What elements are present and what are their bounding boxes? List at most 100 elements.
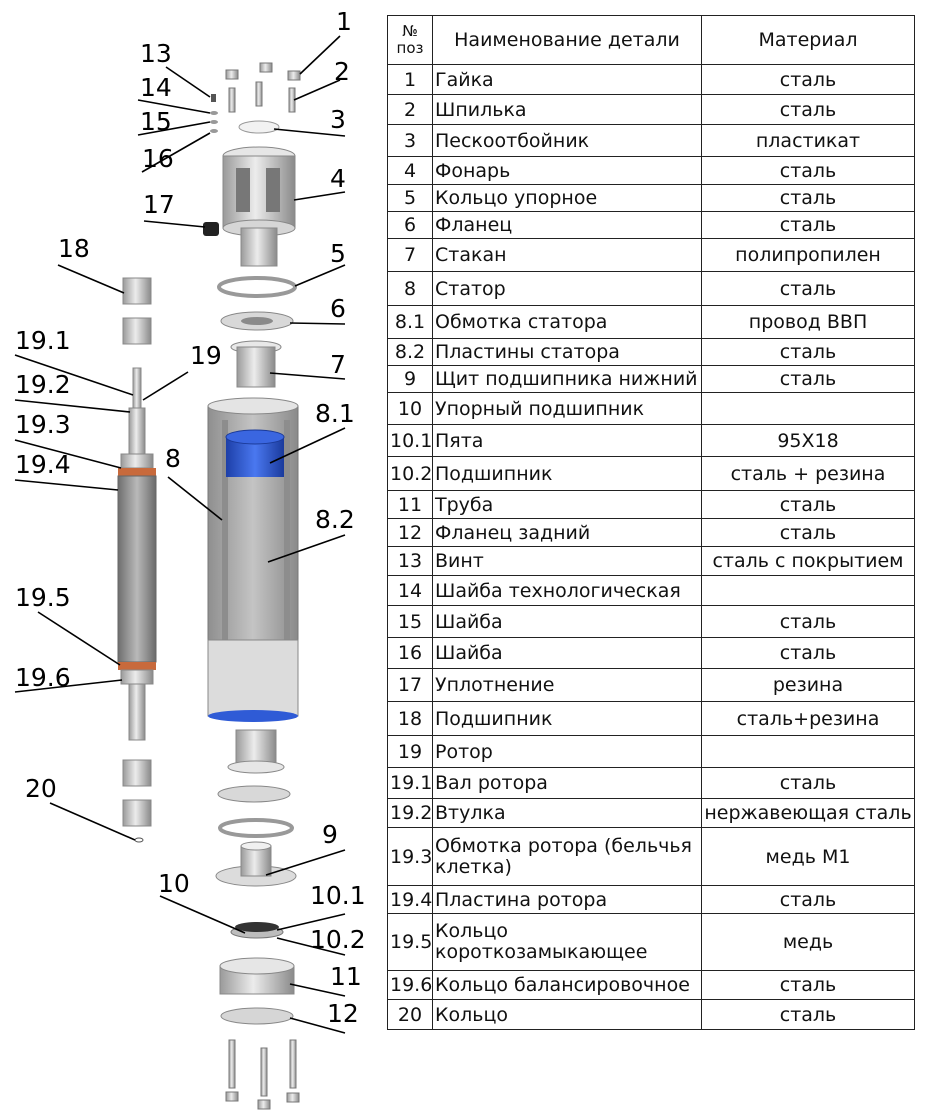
row-number: 10.1	[387, 424, 433, 457]
callout-8-1: 8.1	[315, 399, 355, 428]
row-part-name: Подшипник	[432, 701, 702, 736]
callout-8-2: 8.2	[315, 505, 355, 534]
row-number: 2	[387, 94, 433, 125]
callout-10-1: 10.1	[310, 881, 366, 910]
nuts-part	[225, 62, 301, 81]
bearing-shield-part	[215, 841, 297, 887]
callout-7: 7	[330, 350, 346, 379]
row-part-name: Пята	[432, 424, 702, 457]
row-number: 18	[387, 701, 433, 736]
row-number: 7	[387, 238, 433, 272]
tube-part	[219, 957, 295, 995]
row-number: 6	[387, 211, 433, 239]
row-material: сталь	[701, 64, 915, 95]
callout-labels: 1 2 3 4 5 6 7 8 8.1 8.2 9 10 10.1 10.2 1…	[15, 7, 366, 1028]
row-number: 11	[387, 490, 433, 519]
callout-12: 12	[327, 999, 359, 1028]
row-material: сталь	[701, 156, 915, 185]
row-part-name: Обмотка статора	[432, 305, 702, 339]
row-part-name: Статор	[432, 271, 702, 306]
callout-10: 10	[158, 869, 190, 898]
row-number: 13	[387, 546, 433, 576]
leader-lines	[14, 35, 346, 1034]
row-material	[701, 392, 915, 425]
row-material: медь	[701, 913, 915, 971]
row-number: 17	[387, 668, 433, 702]
row-material: сталь	[701, 271, 915, 306]
header-part-name: Наименование детали	[432, 15, 702, 65]
row-part-name: Шпилька	[432, 94, 702, 125]
row-number: 20	[387, 999, 433, 1030]
row-part-name: Фланец	[432, 211, 702, 239]
callout-19-1: 19.1	[15, 326, 71, 355]
header-position-number: № поз	[387, 15, 433, 65]
callout-10-2: 10.2	[310, 925, 366, 954]
row-material: нержавеющая сталь	[701, 798, 915, 828]
bottom-studs-part	[225, 1039, 300, 1110]
row-material: 95Х18	[701, 424, 915, 457]
row-part-name: Пластина ротора	[432, 885, 702, 914]
callout-11: 11	[330, 962, 362, 991]
seal-part	[203, 222, 219, 236]
row-material: сталь	[701, 767, 915, 799]
lantern-part	[222, 146, 296, 267]
row-part-name: Ротор	[432, 735, 702, 768]
callout-17: 17	[143, 190, 175, 219]
row-material: сталь+резина	[701, 701, 915, 736]
row-part-name: Уплотнение	[432, 668, 702, 702]
callout-20: 20	[25, 774, 57, 803]
row-number: 19.5	[387, 913, 433, 971]
cup-part	[230, 340, 282, 388]
exploded-pump-diagram: 1 2 3 4 5 6 7 8 8.1 8.2 9 10 10.1 10.2 1…	[14, 7, 366, 1110]
row-part-name: Вал ротора	[432, 767, 702, 799]
row-material: сталь	[701, 999, 915, 1030]
row-material	[701, 735, 915, 768]
row-number: 5	[387, 184, 433, 212]
row-number: 4	[387, 156, 433, 185]
row-part-name: Фланец задний	[432, 518, 702, 547]
row-part-name: Винт	[432, 546, 702, 576]
sand-deflector-part	[238, 120, 280, 134]
lower-ring-part	[218, 818, 294, 838]
row-material: сталь	[701, 184, 915, 212]
stator-winding-part	[225, 429, 285, 477]
row-part-name: Шайба технологическая	[432, 575, 702, 606]
row-material: провод ВВП	[701, 305, 915, 339]
lower-cup-part	[227, 729, 285, 774]
row-material: сталь с покрытием	[701, 546, 915, 576]
row-part-name: Кольцо упорное	[432, 184, 702, 212]
callout-15: 15	[140, 107, 172, 136]
row-number: 8.1	[387, 305, 433, 339]
row-number: 19.3	[387, 827, 433, 886]
row-material: сталь	[701, 94, 915, 125]
row-material: сталь	[701, 970, 915, 1000]
row-material: полипропилен	[701, 238, 915, 272]
row-part-name: Кольцо	[432, 999, 702, 1030]
row-number: 19.4	[387, 885, 433, 914]
row-number: 19.1	[387, 767, 433, 799]
row-number: 19.6	[387, 970, 433, 1000]
row-material: сталь	[701, 605, 915, 638]
row-part-name: Пластины статора	[432, 338, 702, 366]
thrust-bearing-part	[230, 922, 284, 939]
rotor-part	[117, 367, 157, 741]
